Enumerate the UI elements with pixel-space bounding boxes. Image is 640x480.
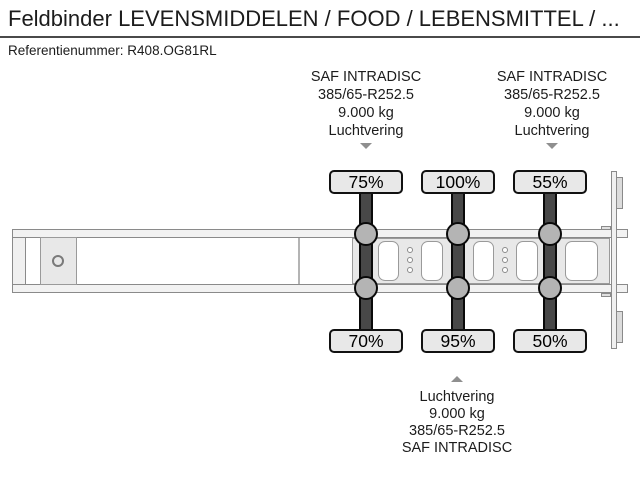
rear-bracket-bottom xyxy=(601,293,611,297)
spec-line: Luchtvering xyxy=(328,123,404,139)
axle-3-bar xyxy=(543,184,557,336)
axle-1-wheel-top xyxy=(354,222,378,246)
axle3-spec-block: SAF INTRADISC 385/65-R252.5 9.000 kg Luc… xyxy=(460,68,640,149)
spec-line: 385/65-R252.5 xyxy=(318,87,414,103)
spec-line: 385/65-R252.5 xyxy=(504,87,600,103)
axle-3-wheel-top xyxy=(538,222,562,246)
rivet-hole xyxy=(502,257,508,263)
frame-cutout xyxy=(378,241,399,281)
tread-badge-axle2-top: 100% xyxy=(421,170,495,194)
spec-line: 385/65-R252.5 xyxy=(409,423,505,439)
frame-cutout xyxy=(421,241,443,281)
axle-1-wheel-bottom xyxy=(354,276,378,300)
tread-badge-axle2-bottom: 95% xyxy=(421,329,495,353)
rivet-hole xyxy=(502,267,508,273)
page-title: Feldbinder LEVENSMIDDELEN / FOOD / LEBEN… xyxy=(8,6,620,31)
rivet-hole xyxy=(407,247,413,253)
axle-2-wheel-bottom xyxy=(446,276,470,300)
axle2-spec-block: Luchtvering 9.000 kg 385/65-R252.5 SAF I… xyxy=(365,376,549,457)
tread-badge-axle3-bottom: 50% xyxy=(513,329,587,353)
rear-bumper-bar xyxy=(611,171,617,349)
tread-badge-axle1-top: 75% xyxy=(329,170,403,194)
rear-bracket-top xyxy=(601,226,611,230)
spec-line: SAF INTRADISC xyxy=(310,69,422,85)
axle-3-wheel-bottom xyxy=(538,276,562,300)
axle-2-bar xyxy=(451,184,465,336)
spec-line: 9.000 kg xyxy=(524,105,580,121)
axle-1-bar xyxy=(359,184,373,336)
axle-2-wheel-top xyxy=(446,222,470,246)
chassis-rail-top xyxy=(12,229,628,238)
pointer-down-icon xyxy=(546,143,558,149)
spec-line: Luchtvering xyxy=(514,123,590,139)
frame-cutout xyxy=(565,241,598,281)
title-divider xyxy=(0,36,640,38)
spec-line: 9.000 kg xyxy=(338,105,394,121)
rivet-hole xyxy=(407,267,413,273)
pointer-up-icon xyxy=(451,376,463,382)
rear-light-pad-bottom xyxy=(616,311,623,343)
rear-light-pad-top xyxy=(616,177,623,209)
kingpin-icon xyxy=(52,255,64,267)
spec-line: SAF INTRADISC xyxy=(401,440,513,456)
spec-line: SAF INTRADISC xyxy=(496,69,608,85)
chassis-rail-bottom xyxy=(12,284,628,293)
axle1-spec-block: SAF INTRADISC 385/65-R252.5 9.000 kg Luc… xyxy=(274,68,458,149)
cross-member xyxy=(298,238,300,284)
spec-line: Luchtvering xyxy=(419,389,495,405)
pointer-down-icon xyxy=(360,143,372,149)
tread-badge-axle3-top: 55% xyxy=(513,170,587,194)
frame-cutout xyxy=(516,241,538,281)
rivet-hole xyxy=(502,247,508,253)
spec-line: 9.000 kg xyxy=(429,406,485,422)
reference-number: Referentienummer: R408.OG81RL xyxy=(8,43,217,58)
tread-badge-axle1-bottom: 70% xyxy=(329,329,403,353)
rivet-hole xyxy=(407,257,413,263)
frame-cutout xyxy=(473,241,494,281)
